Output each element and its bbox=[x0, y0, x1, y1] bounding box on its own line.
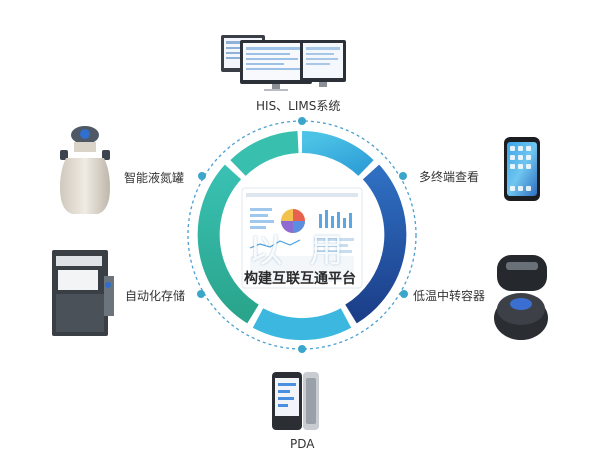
label-low-temp-container: 低温中转容器 bbox=[413, 289, 486, 303]
label-auto-storage: 自动化存储 bbox=[125, 289, 186, 303]
ring-segment-right bbox=[344, 164, 407, 324]
storage-cabinet-icon bbox=[52, 250, 114, 336]
ring-segment-left bbox=[197, 164, 260, 324]
label-smart-tank: 智能液氮罐 bbox=[124, 171, 185, 185]
watermark-text: 以 用 bbox=[248, 231, 352, 271]
label-pda: PDA bbox=[290, 437, 315, 451]
ring-segments bbox=[197, 131, 407, 341]
dashboard-card bbox=[241, 187, 363, 289]
connector-dot-top bbox=[298, 117, 306, 125]
label-his-lims: HIS、LIMS系统 bbox=[256, 99, 341, 113]
connector-dot-right-lower bbox=[400, 290, 408, 298]
connector-dot-left-lower bbox=[197, 290, 205, 298]
ring-segment-top-right bbox=[301, 131, 374, 177]
connector-dots bbox=[197, 117, 408, 353]
monitor-icon bbox=[221, 35, 346, 91]
connector-dot-right-upper bbox=[399, 172, 407, 180]
connector-dot-left-upper bbox=[198, 172, 206, 180]
platform-title: 构建互联互通平台 bbox=[244, 271, 356, 287]
ring-segment-bottom bbox=[252, 308, 352, 341]
smartphone-icon bbox=[504, 137, 540, 201]
pda-device-icon bbox=[272, 372, 319, 430]
connector-dot-bottom bbox=[298, 345, 306, 353]
label-multi-terminal: 多终端查看 bbox=[419, 170, 480, 184]
ring-segment-top-left bbox=[230, 131, 299, 177]
liquid-nitrogen-tank-icon bbox=[60, 126, 110, 214]
transfer-container-icon bbox=[494, 255, 548, 340]
